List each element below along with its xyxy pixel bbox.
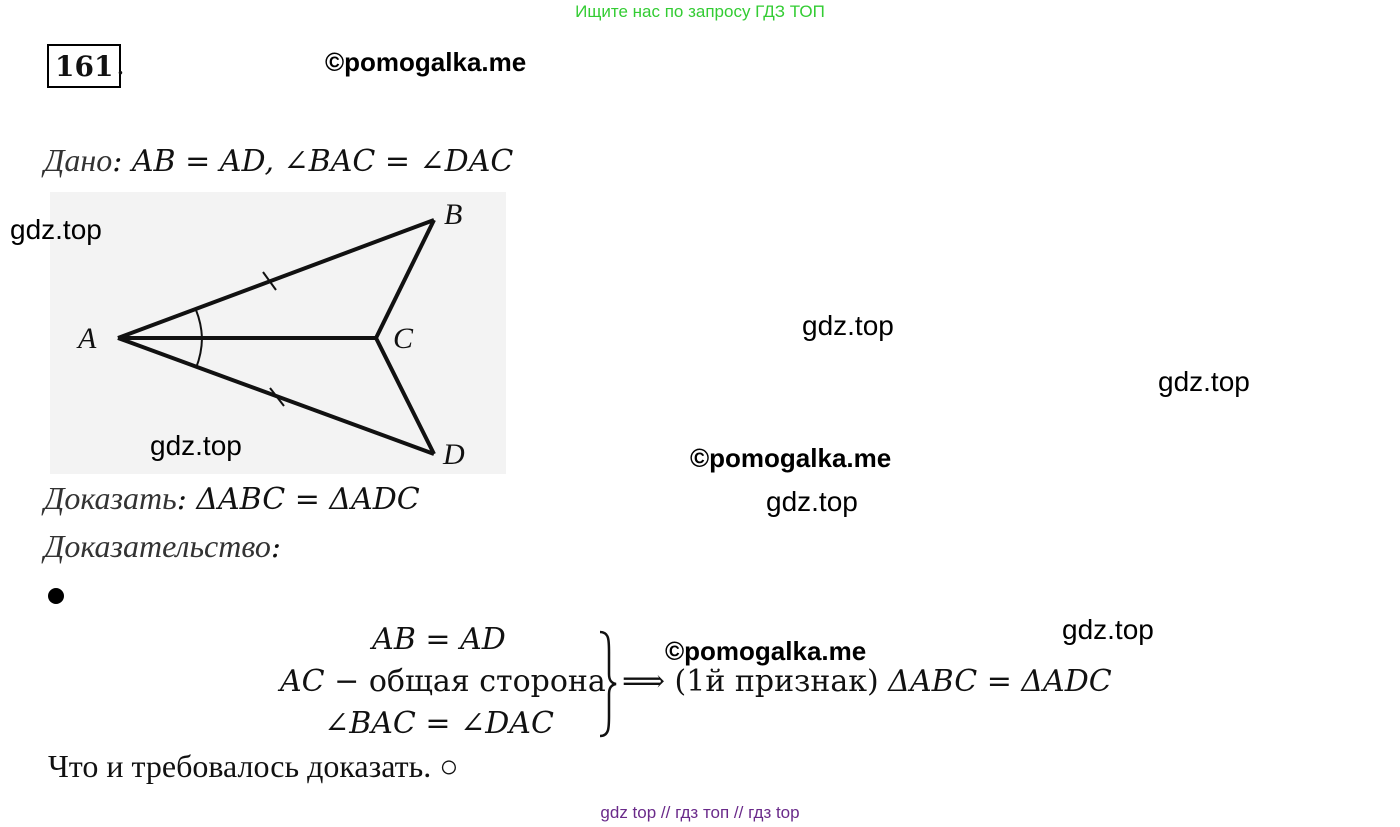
top-banner: Ищите нас по запросу ГДЗ ТОП (575, 2, 825, 21)
prove-label: Доказать (44, 480, 177, 516)
system-line-2: AC − общая сторона (280, 664, 606, 699)
qed-line: Что и требовалось доказать. ○ (48, 748, 459, 784)
watermark-pomogalka-3: ©pomogalka.me (665, 636, 867, 666)
given-line: Дано: AB = AD, ∠BAC = ∠DAC (44, 142, 513, 179)
system-line-3: ∠BAC = ∠DAC (280, 706, 598, 741)
problem-number-dot: . (116, 48, 125, 81)
footer-links[interactable]: gdz top // гдз топ // гдз top (600, 803, 800, 822)
watermark-pomogalka: ©pomogalka.me (325, 47, 527, 77)
system-line-2-ac: AC (280, 664, 325, 699)
tick-mark-ab (262, 271, 277, 291)
segment-bc (374, 219, 436, 339)
point-label-a: A (76, 322, 97, 355)
bullet-point (48, 588, 64, 604)
problem-number: 161 (47, 44, 122, 88)
point-label-c: C (393, 322, 414, 355)
system-line-3-expr: ∠BAC = ∠DAC (324, 706, 554, 741)
prove-line: Доказать: ΔABC = ΔADC (44, 480, 420, 517)
watermark-gdz-2: gdz.top (150, 430, 242, 461)
prove-expression: : ΔABC = ΔADC (176, 482, 420, 517)
right-brace (599, 630, 617, 738)
proof-label: Доказательство (44, 528, 271, 564)
given-expression: : AB = AD, ∠BAC = ∠DAC (112, 144, 514, 179)
proof-heading: Доказательство: (44, 528, 281, 565)
segment-cd (374, 337, 436, 455)
segment-ab (117, 218, 435, 340)
given-label: Дано (44, 142, 113, 178)
triangle-figure: A B C D (76, 198, 465, 471)
system-line-2-text: − общая сторона (324, 664, 606, 699)
system-line-1: AB = AD (280, 622, 598, 657)
angle-arc-dac (195, 337, 203, 369)
conclusion: ⟹ (1й признак) ΔABC = ΔADC (622, 664, 1112, 699)
proof-colon: : (270, 530, 281, 565)
point-label-d: D (442, 438, 465, 471)
conclusion-expr: ΔABC = ΔADC (888, 664, 1112, 699)
watermark-gdz-5: gdz.top (766, 486, 858, 517)
angle-arc-bac (195, 309, 203, 339)
watermark-gdz-1: gdz.top (10, 214, 102, 245)
watermark-gdz-6: gdz.top (1062, 614, 1154, 645)
system-line-1-expr: AB = AD (372, 622, 506, 657)
tick-mark-ad (269, 387, 285, 407)
conclusion-text: ⟹ (1й признак) (622, 664, 889, 699)
watermark-pomogalka-2: ©pomogalka.me (690, 443, 892, 473)
watermark-gdz-3: gdz.top (802, 310, 894, 341)
watermark-gdz-4: gdz.top (1158, 366, 1250, 397)
point-label-b: B (444, 198, 462, 231)
